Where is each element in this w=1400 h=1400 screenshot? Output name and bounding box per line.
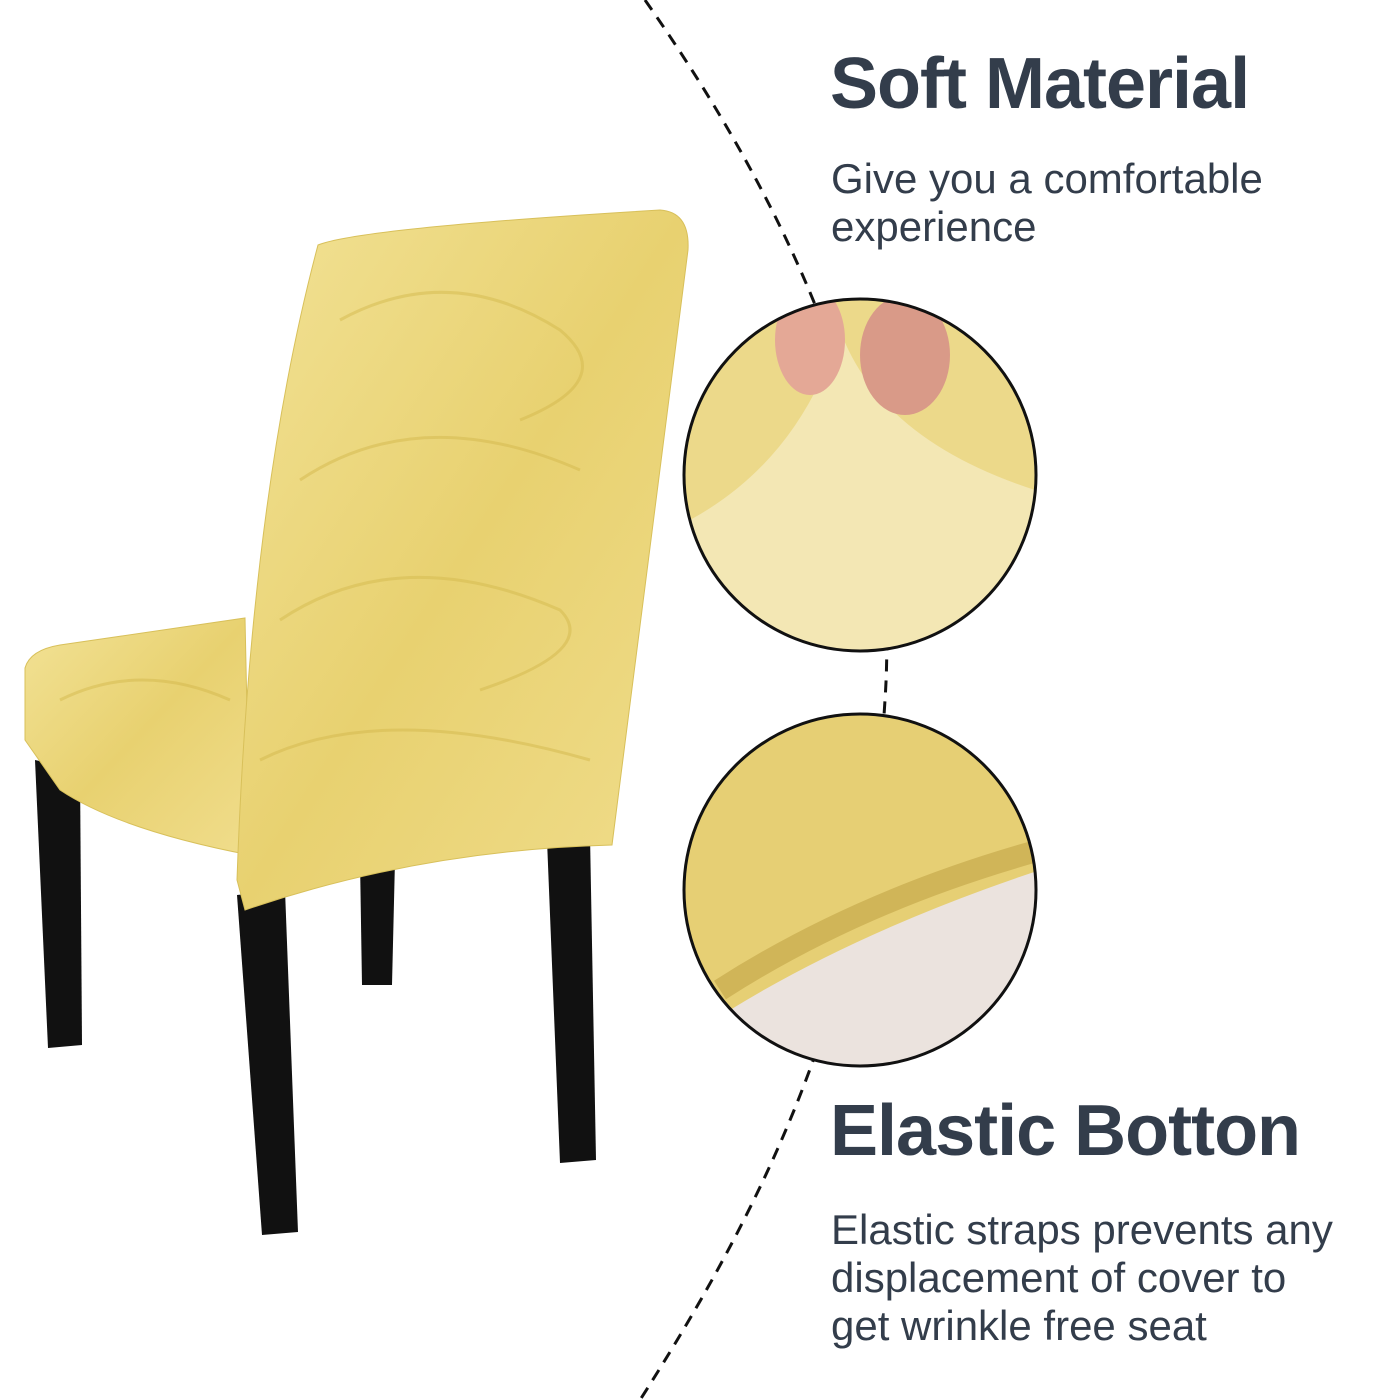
- description-line: displacement of cover to: [831, 1254, 1287, 1301]
- description-line: Give you a comfortable: [831, 155, 1263, 202]
- description-line: experience: [831, 203, 1037, 250]
- feature-description-soft-material: Give you a comfortable experience: [831, 155, 1263, 251]
- chair-backrest: [236, 209, 689, 911]
- dashed-arc: [638, 0, 889, 1400]
- soft-material-closeup: [684, 299, 1036, 651]
- chair-legs: [35, 760, 596, 1235]
- description-line: Elastic straps prevents any: [831, 1206, 1333, 1253]
- feature-description-elastic-bottom: Elastic straps prevents any displacement…: [831, 1206, 1333, 1350]
- feature-title-soft-material: Soft Material: [830, 44, 1250, 124]
- chair-seat: [24, 617, 251, 856]
- feature-title-elastic-bottom: Elastic Botton: [830, 1091, 1301, 1171]
- description-line: get wrinkle free seat: [831, 1302, 1207, 1349]
- elastic-bottom-closeup: [684, 714, 1036, 1066]
